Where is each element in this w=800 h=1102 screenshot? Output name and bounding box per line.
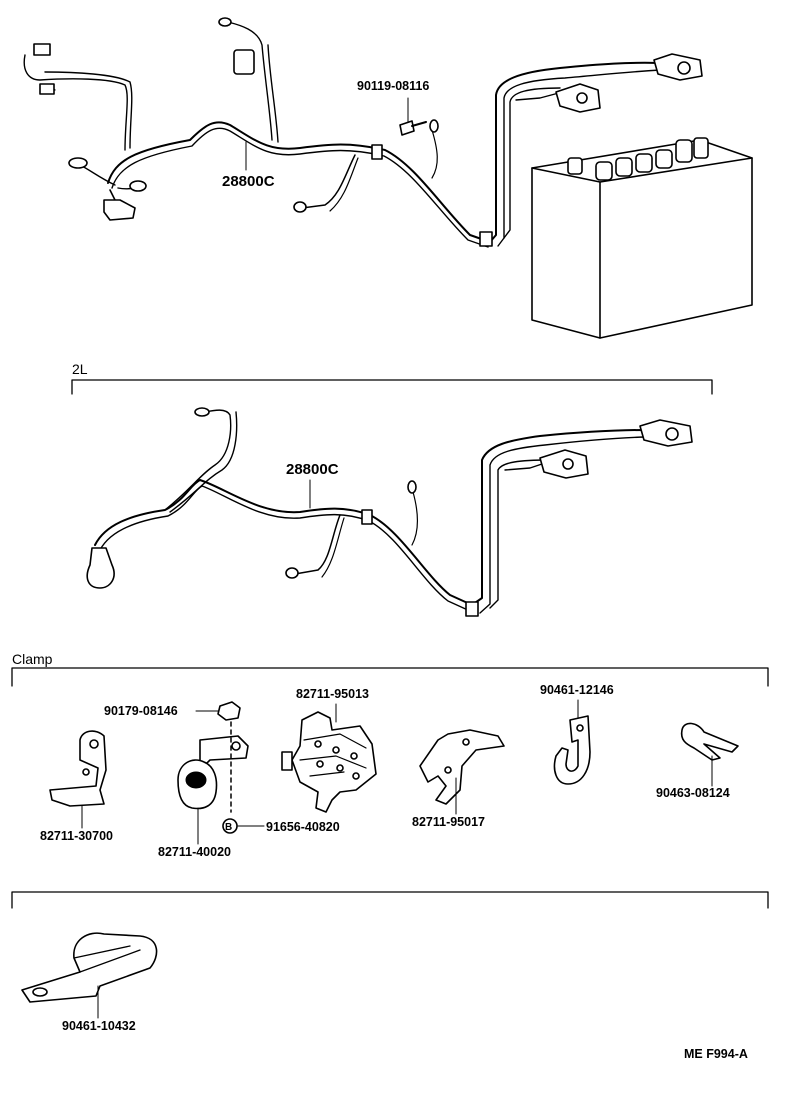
terminal-bolt-icon	[562, 458, 574, 470]
part-number-bracket-center: 82711-95013	[296, 687, 369, 701]
part-number-nut: 90179-08146	[104, 704, 178, 718]
connector-icon	[33, 43, 51, 56]
grommet-icon	[479, 231, 493, 247]
bracket-center-icon	[281, 711, 377, 813]
terminal-icon	[194, 407, 210, 417]
harness-2l	[94, 409, 646, 614]
clip-small-icon	[680, 722, 739, 761]
b-marker-label: B	[225, 822, 232, 833]
section-label-2l: 2L	[72, 361, 88, 377]
ring-terminal-icon	[285, 567, 299, 579]
terminal-bolt-icon	[677, 61, 691, 75]
diagram-code: ME F994-A	[684, 1047, 748, 1061]
part-number-harness-2l: 28800C	[286, 461, 339, 478]
ring-terminal-icon	[68, 157, 88, 169]
terminal-icon	[218, 17, 232, 27]
clip-top-icon	[553, 715, 591, 785]
terminal-bolt-icon	[576, 92, 588, 104]
battery-icon	[531, 137, 753, 339]
nut-icon	[217, 701, 241, 721]
section-bracket	[11, 891, 769, 909]
part-number-harness-top: 28800C	[222, 173, 275, 190]
harness-top	[23, 21, 661, 248]
part-number-bracket-left: 82711-30700	[40, 829, 113, 843]
part-number-bolt-top: 90119-08116	[357, 79, 429, 93]
grommet-icon	[371, 144, 383, 160]
harness-2l-connectors	[86, 407, 693, 617]
bracket-left-icon	[49, 730, 107, 807]
part-number-clip-top: 90461-12146	[540, 683, 614, 697]
battery-clamp-icon	[86, 547, 115, 589]
connector-icon	[233, 49, 255, 75]
bolt-icon	[399, 97, 427, 136]
grommet-icon	[465, 601, 479, 617]
ring-terminal-icon	[293, 201, 307, 213]
section-2l: 2L	[71, 361, 713, 395]
section-bracket	[11, 667, 769, 687]
harness-top-connectors	[33, 17, 703, 247]
terminal-bolt-icon	[665, 427, 679, 441]
part-number-clamp-grommet: 82711-40020	[158, 845, 231, 859]
battery-caps	[567, 137, 709, 181]
clamp-grommet-icon	[177, 735, 249, 810]
section-label-clamp: Clamp	[12, 651, 53, 667]
ground-bracket-icon	[103, 199, 136, 221]
b-marker: B	[222, 818, 238, 834]
clip-bottom-icon	[21, 932, 158, 1003]
part-number-clip-bottom: 90461-10432	[62, 1019, 136, 1033]
label-group-top: 90119-08116 28800C	[222, 79, 429, 190]
section-clamp: Clamp	[11, 651, 769, 687]
part-number-bracket-mid: 82711-95017	[412, 815, 485, 829]
section-bracket	[71, 379, 713, 395]
connector-icon	[39, 83, 55, 95]
ring-terminal-icon	[129, 180, 147, 192]
part-number-clip-small: 90463-08124	[656, 786, 730, 800]
grommet-icon	[361, 509, 373, 525]
ring-terminal-icon	[429, 119, 439, 133]
part-number-bolt-b: 91656-40820	[266, 820, 340, 834]
ring-terminal-icon	[407, 480, 417, 494]
bracket-mid-icon	[419, 729, 505, 805]
